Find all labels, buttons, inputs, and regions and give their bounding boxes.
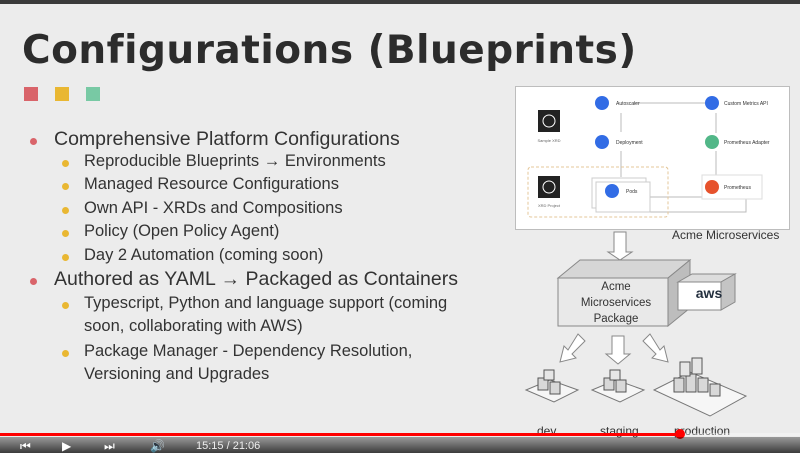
slide-top-border [0, 0, 800, 4]
bullet-dot [62, 160, 69, 167]
svg-text:Prometheus: Prometheus [724, 185, 751, 191]
accent-square-yellow [55, 87, 69, 101]
diagram-caption: Acme Microservices [672, 228, 780, 242]
bullet-item: Authored as YAML → Packaged as Container… [54, 268, 458, 290]
arrow-dev-icon [559, 333, 586, 363]
left-top-label: Sample XRD [537, 138, 560, 143]
package-label: Acme Microservices Package [580, 281, 652, 325]
svg-text:Pods: Pods [626, 189, 638, 195]
bullet-dot [30, 138, 37, 145]
previous-icon[interactable]: ⏮ [20, 439, 31, 453]
bullet-dot [62, 183, 69, 190]
bullet-item: Typescript, Python and language support … [84, 294, 448, 312]
deployment-node: Deployment [595, 135, 643, 149]
bullet-item: Comprehensive Platform Configurations [54, 128, 400, 150]
dev-environment-icon [524, 369, 580, 403]
bullet-item: Own API - XRDs and Compositions [84, 199, 343, 217]
volume-icon[interactable]: 🔊 [150, 439, 165, 453]
arrow-production-icon [642, 333, 669, 363]
slide-title: Configurations (Blueprints) [22, 28, 637, 73]
progress-fill [0, 433, 680, 436]
left-bottom-label: XRD Project [538, 203, 561, 208]
svg-text:Custom Metrics API: Custom Metrics API [724, 101, 768, 107]
bullet-dot [62, 254, 69, 261]
play-icon[interactable]: ▶ [62, 439, 72, 453]
architecture-diagram: Sample XRD XRD Project Autoscaler Custom… [515, 86, 790, 230]
player-controls [0, 437, 800, 453]
bullet-item: Managed Resource Configurations [84, 175, 339, 193]
prometheus-node: Prometheus [701, 174, 763, 200]
bullet-dot [62, 302, 69, 309]
bullet-item-continuation: Versioning and Upgrades [84, 365, 270, 383]
bullet-item: Policy (Open Policy Agent) [84, 222, 280, 240]
progress-scrubber[interactable] [675, 429, 685, 439]
accent-square-red [24, 87, 38, 101]
env-label-production: production [674, 424, 731, 438]
bullet-dot [62, 207, 69, 214]
pods-node: Pods [591, 177, 651, 213]
svg-text:Deployment: Deployment [616, 140, 643, 146]
aws-logo: aws [695, 285, 723, 301]
arrow-staging-icon [604, 335, 632, 365]
bullet-dot [62, 350, 69, 357]
next-icon[interactable]: ⏭ [104, 439, 115, 453]
bullet-item: Package Manager - Dependency Resolution, [84, 342, 413, 360]
package-illustration [524, 231, 748, 417]
bullet-dot [30, 278, 37, 285]
svg-text:Autoscaler: Autoscaler [616, 101, 640, 107]
down-arrow-icon [606, 231, 634, 261]
bullet-item: Reproducible Blueprints → Environments [84, 152, 386, 170]
accent-square-green [86, 87, 100, 101]
bullet-dot [62, 230, 69, 237]
time-display: 15:15 / 21:06 [196, 440, 261, 452]
production-environment-icon [652, 357, 748, 417]
autoscaler-node: Autoscaler [595, 96, 640, 110]
custom-metrics-node: Custom Metrics API [705, 96, 768, 110]
bullet-item-continuation: soon, collaborating with AWS) [84, 317, 303, 335]
xrd-icon: Sample XRD [537, 110, 561, 143]
staging-environment-icon [590, 369, 646, 403]
bullet-item: Day 2 Automation (coming soon) [84, 246, 324, 264]
svg-text:Prometheus Adapter: Prometheus Adapter [724, 140, 770, 146]
prometheus-adapter-node: Prometheus Adapter [705, 135, 770, 149]
xrd-project-icon: XRD Project [538, 176, 561, 208]
